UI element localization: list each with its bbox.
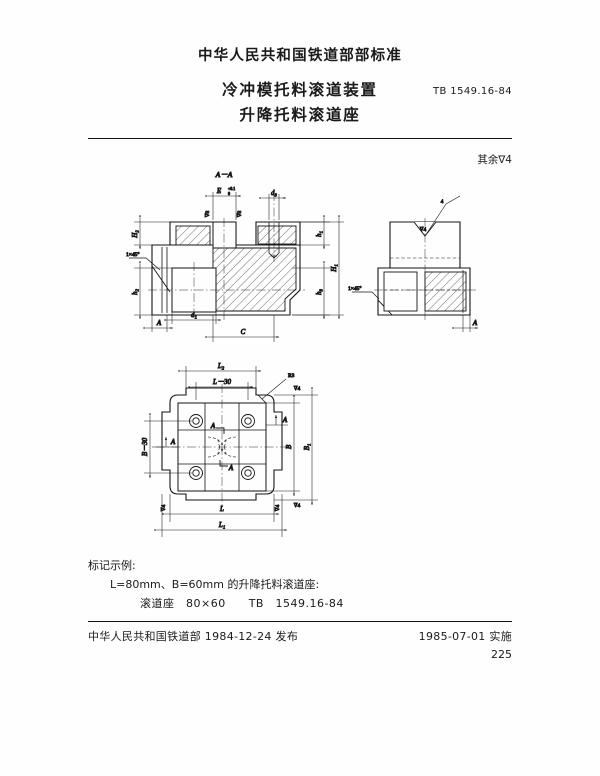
- svg-text:∇4: ∇4: [420, 227, 427, 233]
- svg-text:∇4: ∇4: [275, 504, 281, 511]
- svg-text:C: C: [241, 328, 246, 336]
- standard-code: TB 1549.16-84: [432, 86, 512, 97]
- svg-text:h₂: h₂: [131, 288, 139, 295]
- svg-text:d₁: d₁: [191, 311, 197, 319]
- svg-text:A: A: [472, 319, 478, 327]
- svg-text:L: L: [219, 505, 224, 513]
- svg-text:1×45°: 1×45°: [348, 285, 362, 292]
- svg-text:H₁: H₁: [330, 264, 338, 273]
- svg-text:B: B: [285, 444, 293, 449]
- marking-example-line2: 滚道座 80×60 TB 1549.16-84: [140, 597, 344, 610]
- plan-view: R3: [141, 362, 318, 537]
- marking-example-heading: 标记示例:: [88, 559, 136, 572]
- document-title-line1: 冷冲模托料滚道装置: [222, 81, 378, 99]
- document-title-line2: 升降托料滚道座: [239, 106, 361, 124]
- svg-text:h₁: h₁: [315, 231, 323, 237]
- svg-text:L₁: L₁: [218, 521, 225, 529]
- svg-text:A: A: [210, 422, 216, 430]
- svg-text:1×45°: 1×45°: [126, 251, 140, 258]
- svg-text:A: A: [282, 416, 288, 424]
- svg-text:B－30: B－30: [141, 437, 149, 456]
- svg-text:∇4: ∇4: [294, 386, 301, 392]
- svg-text:∇8: ∇8: [237, 210, 243, 217]
- svg-text:A－A: A－A: [215, 170, 233, 179]
- svg-text:L－30: L－30: [212, 378, 231, 386]
- header-divider-rule: [88, 138, 512, 139]
- svg-text:A: A: [170, 438, 176, 446]
- surface-finish-note: 其余∇4: [477, 154, 512, 166]
- svg-text:A: A: [228, 464, 234, 472]
- svg-text:d₃: d₃: [271, 189, 278, 197]
- footer-divider-rule: [88, 621, 512, 622]
- svg-text:∇4: ∇4: [294, 503, 301, 509]
- svg-text:0: 0: [228, 191, 230, 196]
- svg-text:∇4: ∇4: [161, 504, 167, 511]
- page-number: 225: [491, 648, 512, 661]
- svg-text:h₃: h₃: [315, 288, 323, 295]
- svg-text:∇8: ∇8: [205, 210, 211, 217]
- standard-issuer-line: 中华人民共和国铁道部部标准: [197, 48, 403, 64]
- svg-text:B₁: B₁: [303, 444, 311, 451]
- marking-example-line1: L=80mm、B=60mm 的升降托料滚道座:: [110, 578, 320, 591]
- document-title-block: 冷冲模托料滚道装置 升降托料滚道座: [150, 78, 450, 128]
- section-view-a-a: A－A: [126, 170, 344, 342]
- svg-text:H₂: H₂: [131, 230, 139, 239]
- right-elevation-view: 1×45°: [348, 195, 478, 332]
- svg-text:4: 4: [441, 199, 444, 205]
- svg-text:E: E: [216, 187, 222, 195]
- svg-text:R3: R3: [288, 373, 295, 379]
- svg-text:A: A: [156, 319, 162, 327]
- footer-publish-info: 中华人民共和国铁道部 1984-12-24 发布: [88, 630, 299, 643]
- svg-text:+0.1: +0.1: [228, 186, 235, 191]
- footer-effective-date: 1985-07-01 实施: [418, 630, 512, 643]
- marking-example-block: 标记示例: L=80mm、B=60mm 的升降托料滚道座: 滚道座 80×60 …: [88, 556, 344, 613]
- svg-text:L₂: L₂: [217, 362, 225, 370]
